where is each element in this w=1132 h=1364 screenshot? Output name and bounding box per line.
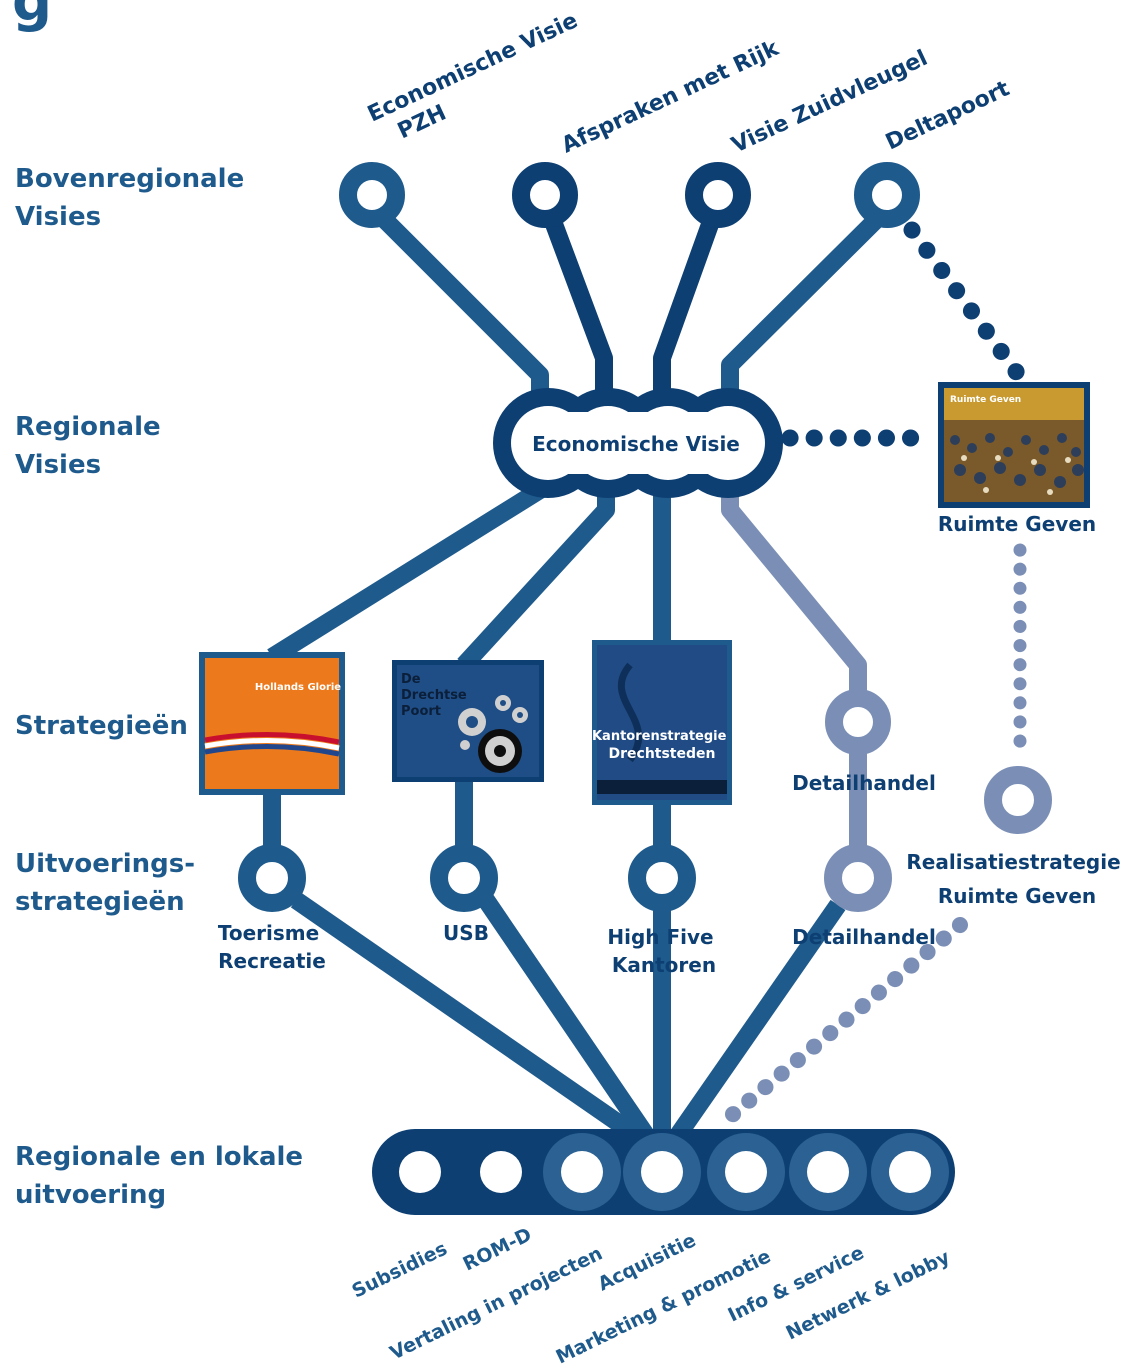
drechtse-poort-document[interactable]: De Drechtse Poort <box>392 660 544 782</box>
bar-dot-acquisitie[interactable] <box>641 1151 683 1193</box>
bar-dot-vertaling[interactable] <box>561 1151 603 1193</box>
title-fragment: g <box>12 0 52 34</box>
label-realisatiestrategie: Realisatiestrategie Ruimte Geven <box>906 850 1127 908</box>
node-detailhandel-impl[interactable] <box>824 844 892 912</box>
line-usb-to-bar <box>478 894 656 1144</box>
kantorenstrategie-cover <box>597 645 727 800</box>
bar-dot-marketing[interactable] <box>725 1151 767 1193</box>
label-usb: USB <box>443 921 489 945</box>
label-economische-visie-pzh: Economische Visie PZH <box>364 5 600 153</box>
ruimte-geven-crowd-highlights <box>961 455 1071 495</box>
row-labels: Bovenregionale Visies Regionale Visies S… <box>15 164 312 1210</box>
hollands-glorie-flag-ribbon-red <box>204 732 340 745</box>
label-toerisme-recreatie: Toerisme Recreatie <box>218 921 326 973</box>
connector-lines <box>263 206 1029 1146</box>
bar-dot-subsidies[interactable] <box>399 1151 441 1193</box>
label-netwerk-lobby: Netwerk & lobby <box>783 1246 954 1345</box>
bottom-item-labels: Subsidies ROM-D Vertaling in projecten A… <box>349 1224 954 1364</box>
dotted-realisatie-to-bar <box>712 917 968 1133</box>
node-usb[interactable] <box>430 844 498 912</box>
hollands-glorie-document[interactable]: Hollands Glorie <box>199 652 345 795</box>
node-economische-visie-pzh[interactable] <box>339 162 405 228</box>
line-hub-to-hollands-glorie <box>267 477 553 665</box>
ruimte-geven-cover-band <box>944 388 1084 420</box>
node-toerisme-recreatie[interactable] <box>238 844 306 912</box>
node-afspraken-met-rijk[interactable] <box>512 162 578 228</box>
label-rom-d: ROM-D <box>460 1224 536 1276</box>
row-label-lokale: Regionale en lokale uitvoering <box>15 1142 312 1210</box>
label-detailhandel-strategy: Detailhandel <box>792 771 936 795</box>
row-label-strategieen: Strategieën <box>15 711 188 741</box>
top-vision-nodes <box>339 162 920 228</box>
ruimte-geven-label: Ruimte Geven <box>938 512 1096 536</box>
row-label-uitvoerings: Uitvoerings- strategieën <box>15 849 204 917</box>
kantorenstrategie-title: Kantorenstrategie Drechtsteden <box>592 725 732 762</box>
label-deltapoort: Deltapoort <box>882 76 1014 155</box>
node-detailhandel-strategy[interactable] <box>825 689 891 755</box>
line-rijk-to-hub <box>542 212 613 400</box>
drechtse-poort-gears-icon <box>458 695 528 773</box>
node-high-five-kantoren[interactable] <box>628 844 696 912</box>
kantorenstrategie-document[interactable]: Kantorenstrategie Drechtsteden <box>592 640 732 805</box>
hub-inner-fill <box>548 412 728 474</box>
line-hub-to-detailhandel <box>721 495 867 700</box>
dotted-deltapoort-to-ruimte <box>903 221 1029 386</box>
bar-dot-info-service[interactable] <box>807 1151 849 1193</box>
line-pzh-to-hub <box>371 206 549 400</box>
node-deltapoort[interactable] <box>854 162 920 228</box>
ruimte-geven-cover-title: Ruimte Geven <box>950 395 1021 405</box>
strategy-nodes <box>238 689 1052 912</box>
kantorenstrategie-logo-mark <box>617 662 643 763</box>
bar-dot-rom-d[interactable] <box>480 1151 522 1193</box>
strategy-labels: Detailhandel Realisatiestrategie Ruimte … <box>218 771 1127 977</box>
line-hub-to-drechtse-poort <box>457 495 615 672</box>
row-label-regionale: Regionale Visies <box>15 412 170 480</box>
bottom-execution-bar <box>372 1129 955 1215</box>
top-vision-labels: Economische Visie PZH Afspraken met Rijk… <box>364 5 1014 158</box>
label-subsidies: Subsidies <box>349 1238 451 1303</box>
hollands-glorie-flag-ribbon-white <box>204 738 340 751</box>
hollands-glorie-flag-ribbon-blue <box>204 744 340 757</box>
node-realisatiestrategie[interactable] <box>984 766 1052 834</box>
hollands-glorie-cover <box>205 658 339 789</box>
kantorenstrategie-footer-band <box>597 780 727 794</box>
node-visie-zuidvleugel[interactable] <box>685 162 751 228</box>
ruimte-geven-document[interactable]: Ruimte Geven Ruimte Geven <box>938 382 1096 536</box>
line-toerisme-to-bar <box>290 892 646 1146</box>
line-detailhandel-to-bar <box>668 899 846 1144</box>
hollands-glorie-title: Hollands Glorie <box>255 682 341 693</box>
line-deltapoort-to-hub <box>721 206 890 400</box>
ruimte-geven-crowd-pattern <box>950 433 1084 488</box>
economische-visie-hub[interactable]: Economische Visie <box>493 388 783 498</box>
row-label-bovenregionale: Bovenregionale Visies <box>15 164 253 232</box>
line-zuidvleugel-to-hub <box>653 212 722 400</box>
bar-dot-netwerk-lobby[interactable] <box>889 1151 931 1193</box>
label-high-five-kantoren: High Five Kantoren <box>607 925 720 977</box>
label-detailhandel-impl: Detailhandel <box>792 925 936 949</box>
drechtse-poort-title: De Drechtse Poort <box>401 672 471 719</box>
hub-label: Economische Visie <box>532 432 740 456</box>
